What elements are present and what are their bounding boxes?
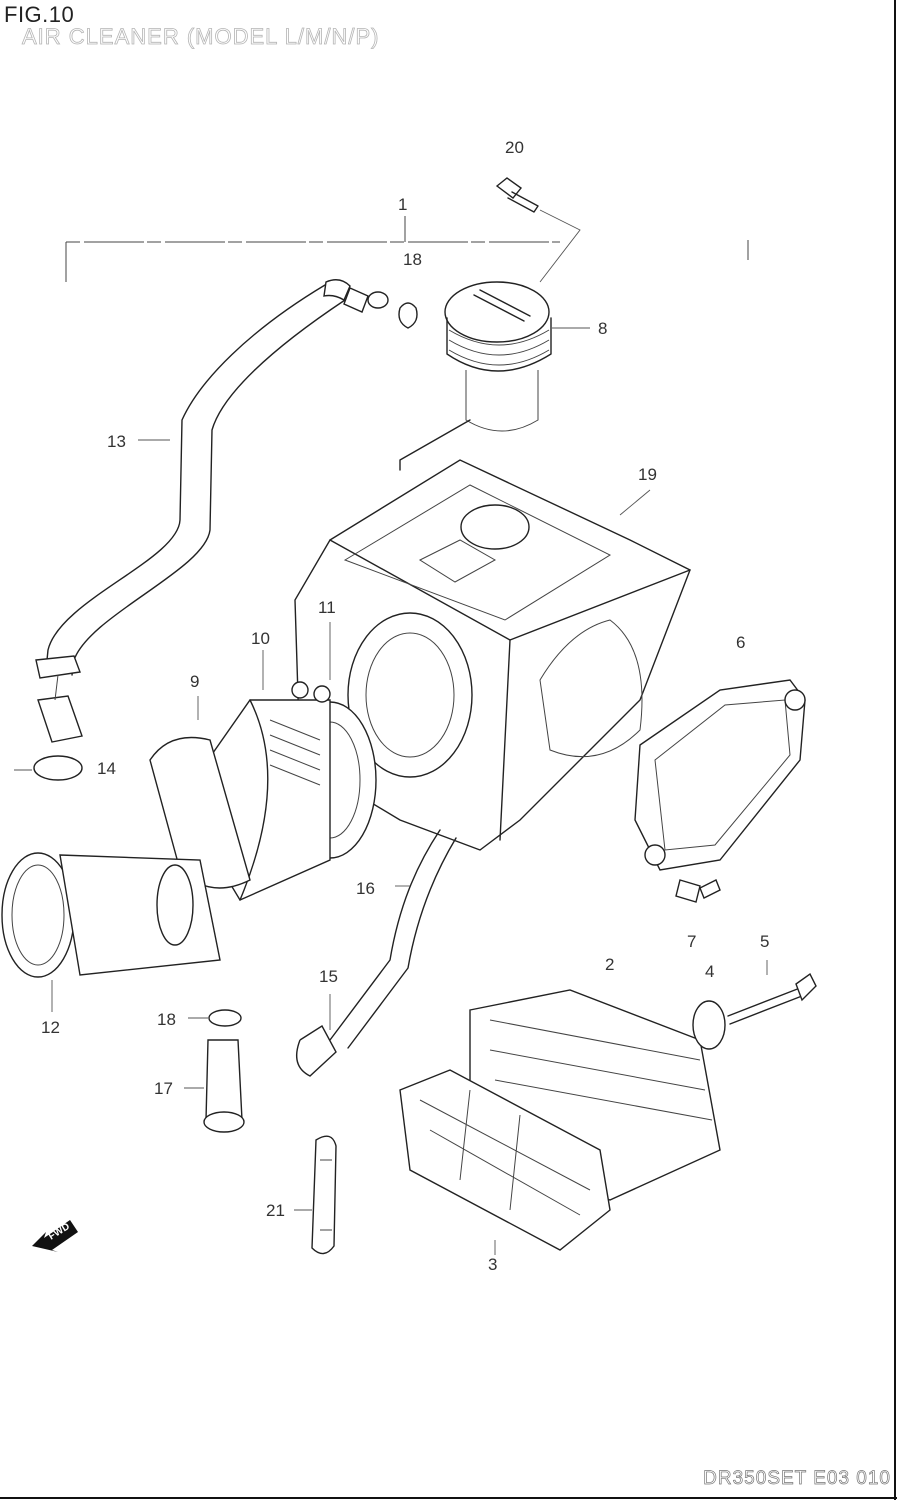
air-box-part-19 [294, 419, 691, 851]
callout-8: 8 [598, 319, 607, 338]
callout-2: 2 [605, 955, 614, 974]
inlet-duct-parts-9-10-11 [149, 622, 377, 901]
callout-20: 20 [505, 138, 524, 157]
forward-arrow-icon: FWD [32, 1220, 78, 1252]
cap-part-8 [444, 281, 590, 432]
callout-18-top: 18 [403, 250, 422, 269]
callout-16: 16 [356, 879, 375, 898]
callout-10: 10 [251, 629, 270, 648]
callout-4: 4 [705, 962, 714, 981]
callout-15: 15 [319, 967, 338, 986]
drain-hose-parts-15-16 [296, 829, 457, 1077]
callout-21: 21 [266, 1201, 285, 1220]
callout-6: 6 [736, 633, 745, 652]
boot-part-12 [1, 852, 221, 1012]
breather-part-14 [14, 655, 83, 781]
callout-11: 11 [318, 598, 336, 617]
assembly-bracket [65, 216, 749, 282]
figure-subtitle: AIR CLEANER (MODEL L/M/N/P) [22, 24, 380, 50]
drain-plug-parts-17-18 [184, 1009, 245, 1133]
figure-title: FIG.10 [4, 2, 75, 27]
callout-7: 7 [687, 932, 696, 951]
drawing-code: DR350SET E03 010 [703, 1468, 891, 1490]
callout-3: 3 [488, 1255, 497, 1274]
hose-part-13 [45, 279, 418, 676]
callout-17: 17 [154, 1079, 173, 1098]
callout-19: 19 [638, 465, 657, 484]
side-cover-part-6 [634, 679, 806, 871]
bolt-washer-parts-4-5-7 [675, 879, 817, 1050]
callout-5: 5 [760, 932, 769, 951]
callout-12: 12 [41, 1018, 60, 1037]
filter-element-parts-2-3 [399, 989, 721, 1255]
callout-18-bottom: 18 [157, 1010, 176, 1029]
callout-labels: 1 2 3 4 5 6 7 8 9 10 11 12 13 14 15 16 1… [41, 138, 769, 1274]
callout-14: 14 [97, 759, 116, 778]
callout-1: 1 [398, 195, 407, 214]
bolt-part-20 [495, 177, 581, 283]
clip-part-21 [294, 1135, 337, 1255]
callout-9: 9 [190, 672, 199, 691]
callout-13: 13 [107, 432, 126, 451]
